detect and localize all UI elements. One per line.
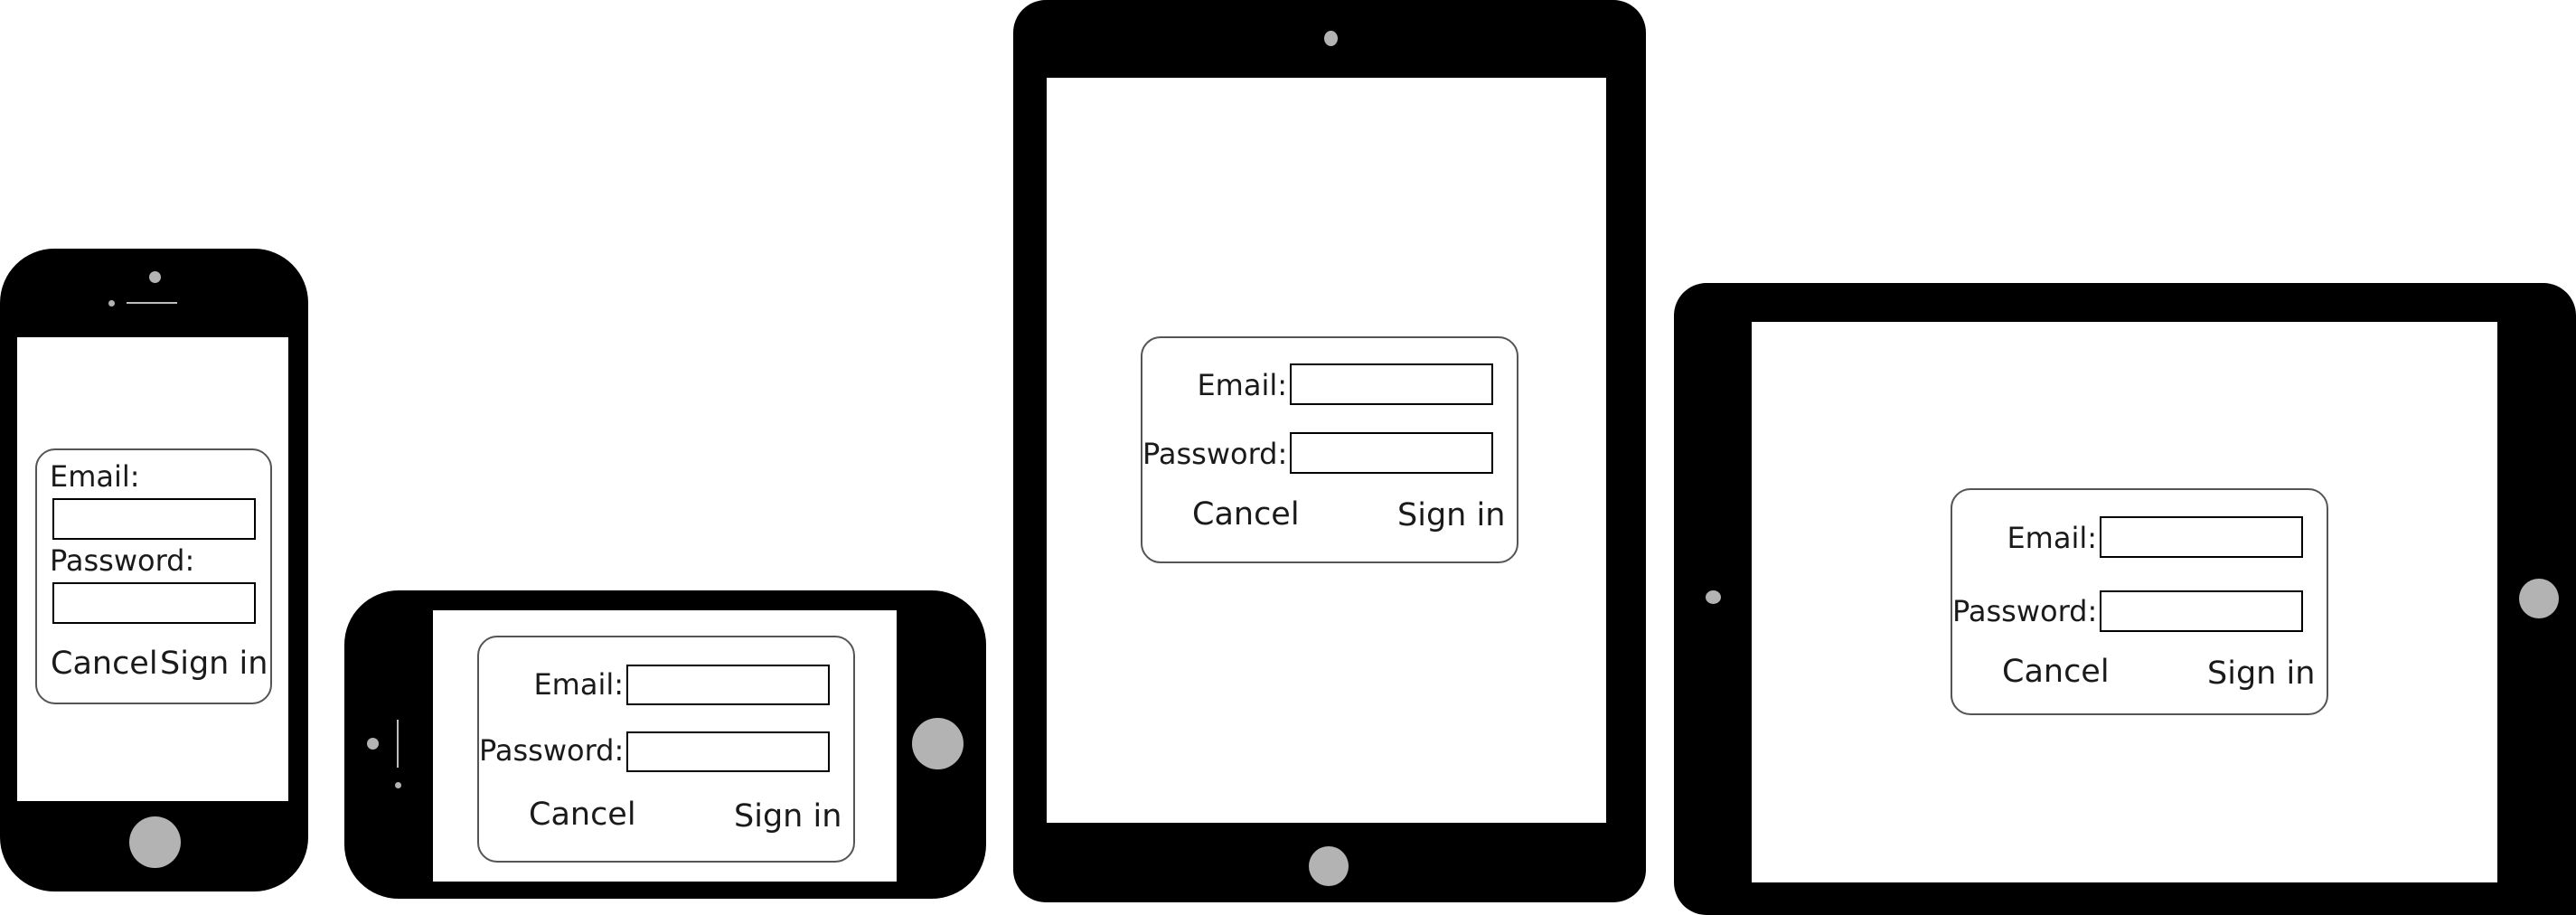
home-button-icon[interactable] <box>1309 846 1349 886</box>
ipad-portrait-screen: Email: Password: Cancel Sign in <box>1047 78 1606 823</box>
home-button-icon[interactable] <box>2519 579 2559 618</box>
iphone-landscape-screen: Email: Password: Cancel Sign in <box>433 610 897 882</box>
password-label: Password: <box>50 543 195 578</box>
sensor-icon <box>395 782 401 788</box>
cancel-button[interactable]: Cancel <box>2002 654 2110 690</box>
email-field[interactable] <box>2100 516 2303 558</box>
password-field[interactable] <box>2100 590 2303 632</box>
signin-button[interactable]: Sign in <box>2207 656 2316 692</box>
cancel-button[interactable]: Cancel <box>529 797 636 833</box>
ipad-landscape-device: Email: Password: Cancel Sign in <box>1674 283 2576 915</box>
signin-form: Email: Password: Cancel Sign in <box>477 636 855 863</box>
signin-form: Email: Password: Cancel Sign in <box>35 448 272 704</box>
password-label: Password: <box>1952 594 2098 628</box>
email-label: Email: <box>2007 521 2097 555</box>
iphone-portrait-device: Email: Password: Cancel Sign in <box>0 249 308 891</box>
earpiece-speaker-icon <box>397 720 399 768</box>
signin-button[interactable]: Sign in <box>160 646 268 682</box>
sensor-icon <box>108 300 115 307</box>
cancel-button[interactable]: Cancel <box>51 646 158 682</box>
cancel-button[interactable]: Cancel <box>1192 496 1300 533</box>
password-field[interactable] <box>52 582 256 624</box>
signin-form: Email: Password: Cancel Sign in <box>1141 336 1518 563</box>
signin-button[interactable]: Sign in <box>734 798 842 835</box>
home-button-icon[interactable] <box>912 718 964 769</box>
ipad-landscape-screen: Email: Password: Cancel Sign in <box>1752 322 2497 882</box>
home-button-icon[interactable] <box>129 816 181 868</box>
signin-button[interactable]: Sign in <box>1397 497 1506 533</box>
email-field[interactable] <box>1290 363 1493 405</box>
password-field[interactable] <box>1290 432 1493 474</box>
ipad-portrait-device: Email: Password: Cancel Sign in <box>1013 0 1646 902</box>
email-label: Email: <box>50 459 140 494</box>
password-label: Password: <box>1142 437 1288 471</box>
front-camera-icon <box>1706 590 1721 604</box>
iphone-landscape-device: Email: Password: Cancel Sign in <box>344 590 986 899</box>
signin-form: Email: Password: Cancel Sign in <box>1951 488 2328 715</box>
earpiece-speaker-icon <box>127 302 177 304</box>
front-camera-icon <box>367 738 379 750</box>
password-field[interactable] <box>626 731 830 772</box>
front-camera-icon <box>149 271 161 283</box>
email-label: Email: <box>533 667 624 702</box>
email-field[interactable] <box>626 665 830 705</box>
iphone-portrait-screen: Email: Password: Cancel Sign in <box>17 337 288 801</box>
email-field[interactable] <box>52 498 256 540</box>
password-label: Password: <box>479 733 625 768</box>
email-label: Email: <box>1197 368 1287 402</box>
front-camera-icon <box>1324 31 1338 46</box>
